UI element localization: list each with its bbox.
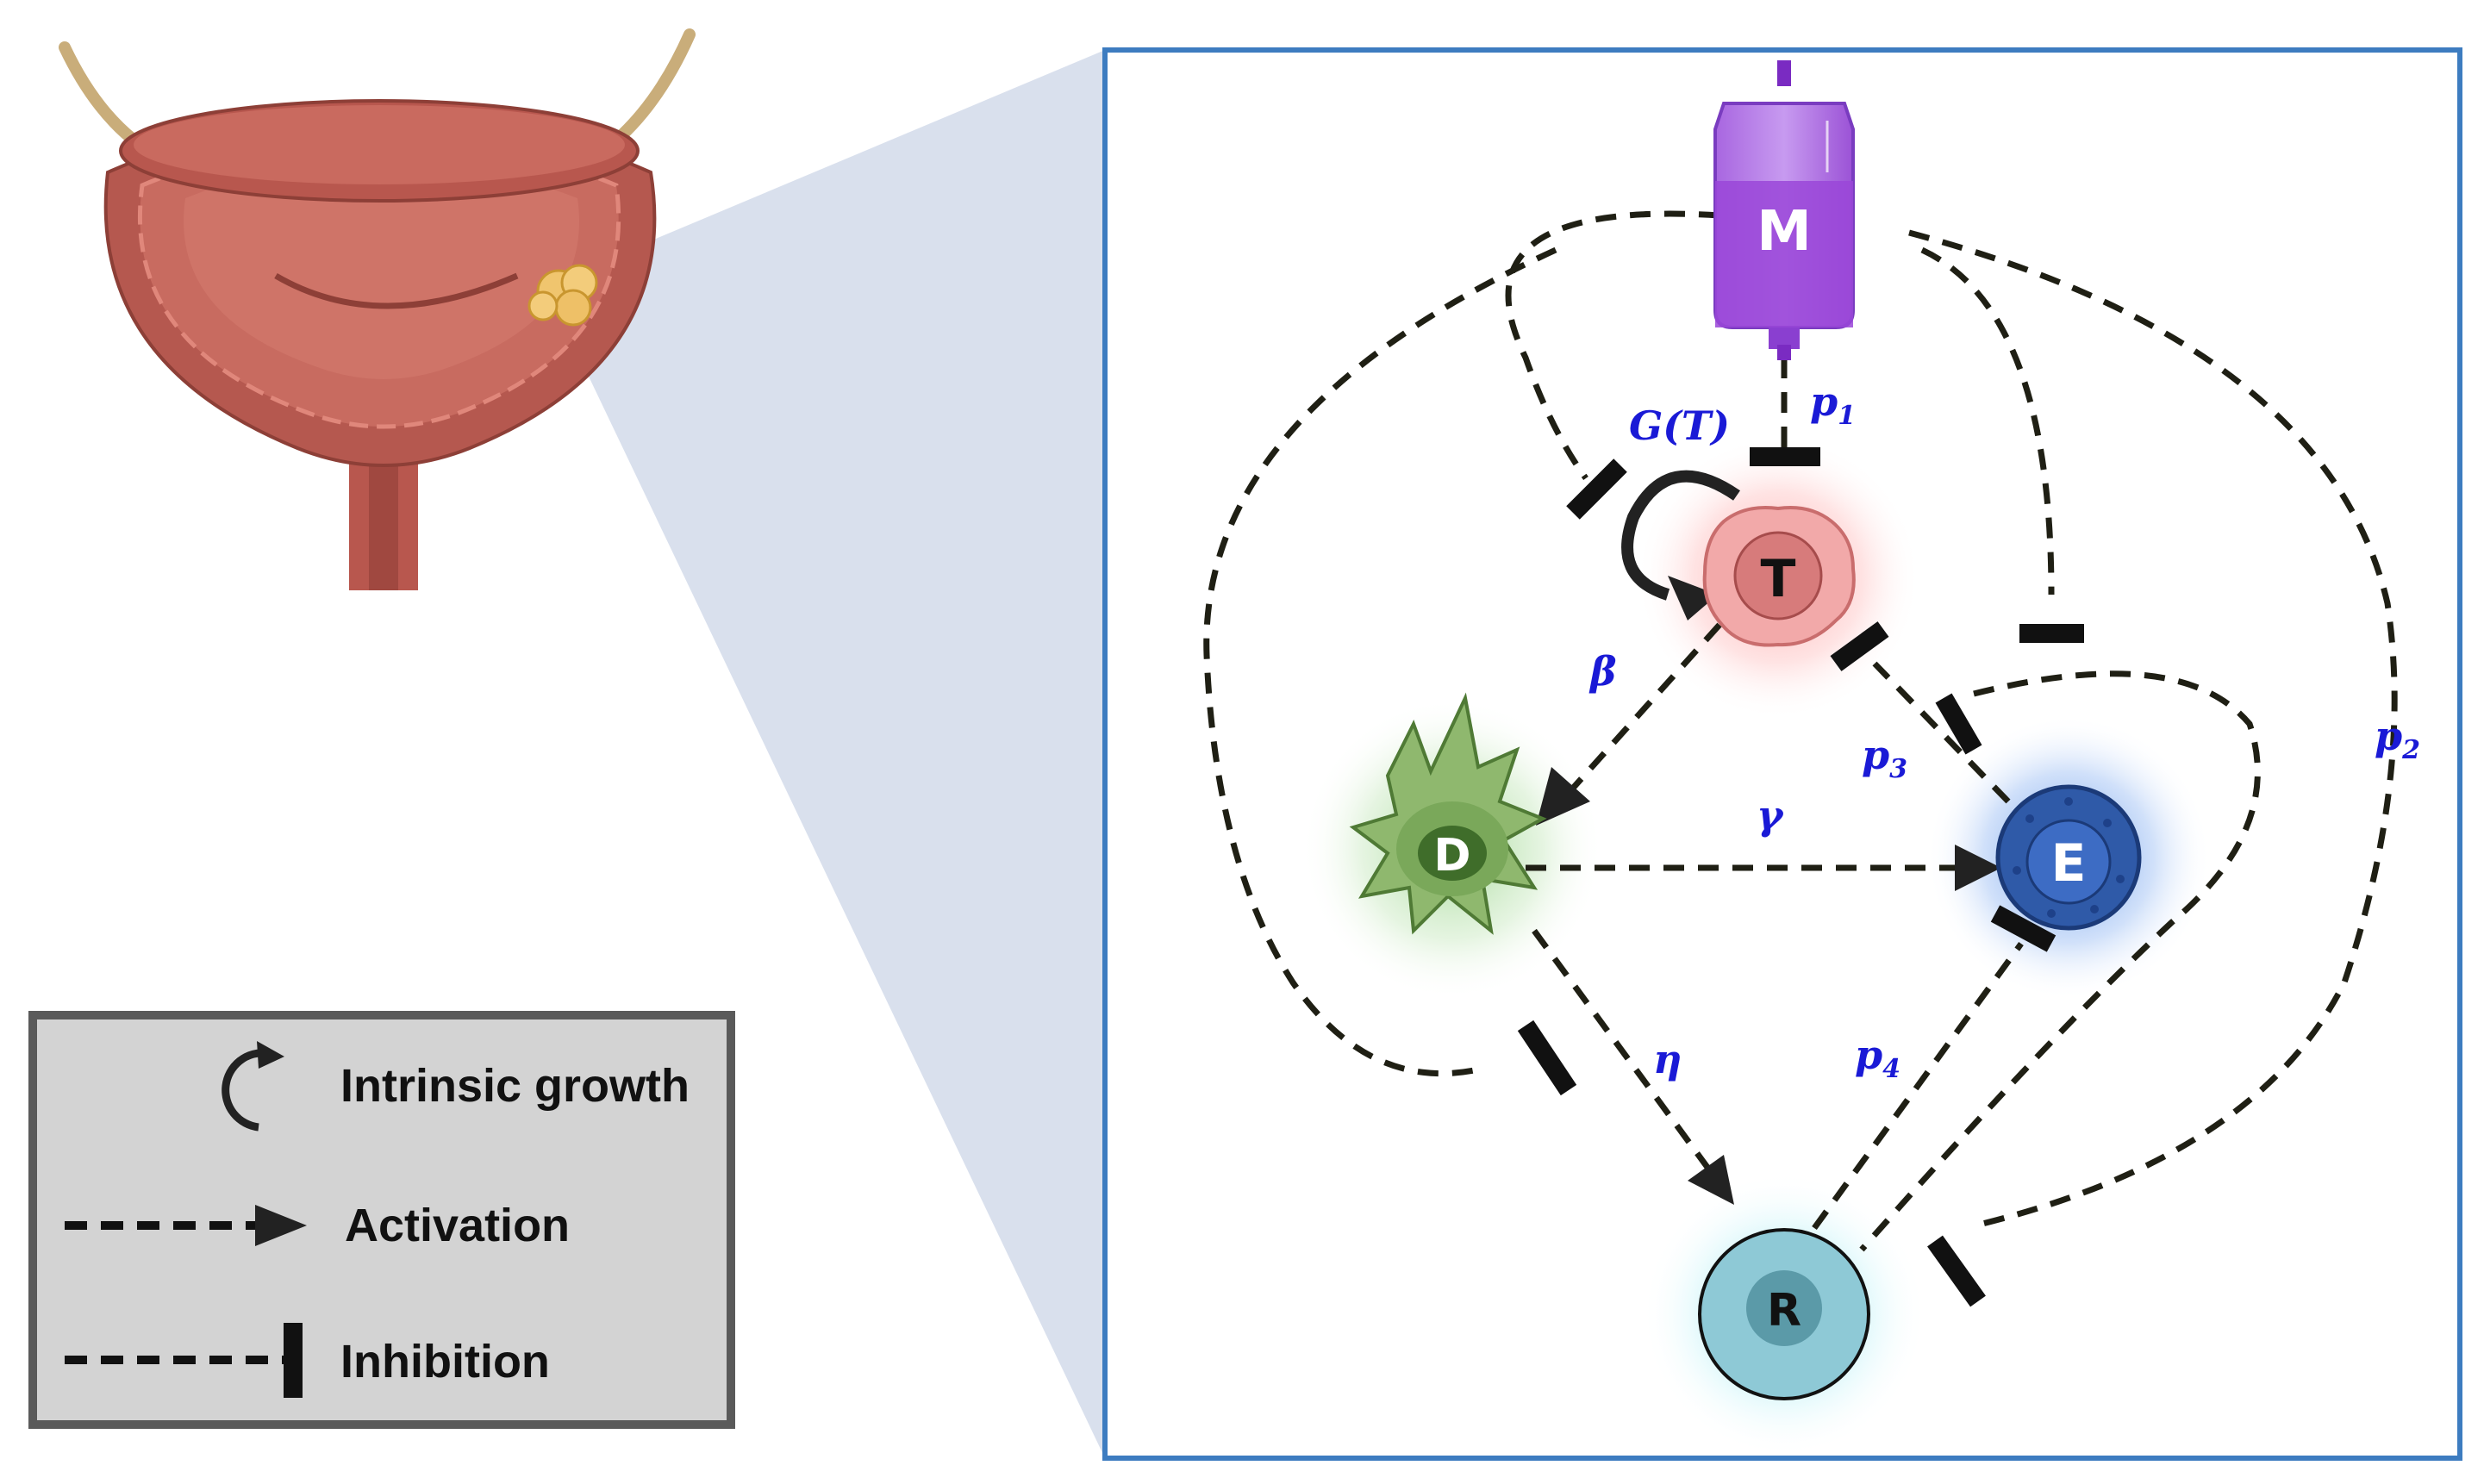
node-d-letter: D [1433,830,1470,882]
edge-m-r [1908,229,2398,1227]
param-gamma: γ [1757,792,1785,839]
node-e-letter: E [2051,833,2087,894]
legend-intrinsic-label: Intrinsic growth [340,1060,690,1112]
param-p2: p2 [2375,713,2420,765]
arrowhead-d-r [1688,1155,1734,1205]
edge-m-e [1920,246,2055,595]
bar-m-d [1517,1019,1577,1096]
tumor-spot [527,264,598,327]
legend: Intrinsic growth Activation Inhibition [28,1011,735,1429]
legend-activation-label: Activation [345,1200,570,1251]
param-p1: p1 [1810,378,1856,431]
edge-m-t-left [1505,210,1720,481]
arrowhead-d-e [1955,845,2001,891]
inhibition-legend-icon [65,1323,303,1398]
bar-loop-e [1935,693,1982,755]
param-beta: β [1588,648,1617,695]
connections [1203,210,2398,1252]
inhibition-bars [1517,447,2084,1307]
edge-r-e [1812,941,2024,1231]
bar-r-e [1990,905,2056,952]
intrinsic-growth-icon [222,1041,284,1132]
node-m: M [1713,60,1855,360]
node-t: T [1702,506,1856,647]
legend-inhibition-label: Inhibition [340,1336,550,1387]
arrowhead-t-d [1536,767,1590,826]
node-e: E [1995,784,2142,931]
bladder-illustration [59,28,696,590]
param-gt: G(T) [1629,402,1730,449]
activation-legend-icon [65,1205,307,1246]
zoom-wedge [582,50,1105,1458]
bar-e-t [1830,621,1889,671]
bar-m-r [1927,1235,1986,1307]
bar-left-t [1566,458,1627,520]
edge-d-r [1532,928,1713,1175]
param-p3: p3 [1862,732,1907,784]
edge-m-d [1203,246,1557,1077]
growth-loop [1621,470,1740,601]
param-eta: η [1653,1036,1682,1082]
node-d: D [1349,692,1547,935]
arrowhead-growth [1668,576,1718,620]
node-r: R [1698,1228,1870,1400]
arrowheads [1536,576,2001,1205]
node-r-letter: R [1767,1285,1801,1337]
node-t-letter: T [1761,549,1796,609]
edge-t-d [1566,622,1722,795]
param-p4: p4 [1855,1032,1900,1084]
node-m-letter: M [1757,200,1812,264]
edge-e-r-loop [1859,670,2261,1252]
